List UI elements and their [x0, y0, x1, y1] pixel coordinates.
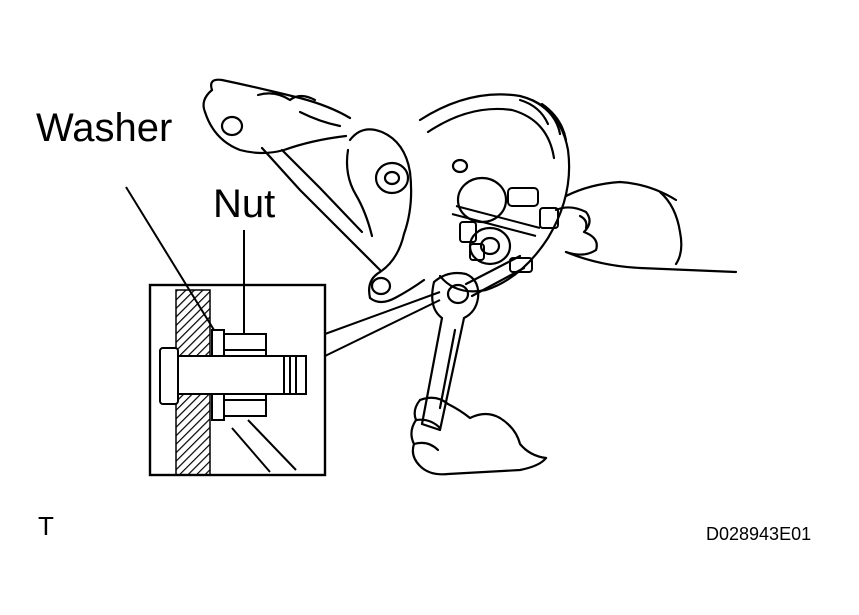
- steering-knuckle: [345, 128, 426, 304]
- detail-inset: [148, 283, 327, 477]
- leader-lines: [125, 186, 441, 357]
- left-hand: [410, 396, 548, 476]
- washer-label: Washer: [36, 106, 173, 150]
- hub-bolts: [451, 187, 559, 273]
- view-marker: T: [38, 511, 54, 541]
- brake-disc-rotor: [418, 93, 571, 293]
- wrench-tool: [420, 254, 526, 432]
- nut-label: Nut: [213, 182, 276, 226]
- suspension-arm: [202, 78, 382, 272]
- figure-code: D028943E01: [706, 524, 812, 544]
- bolt-shape: [159, 347, 307, 405]
- right-hand: [554, 180, 738, 274]
